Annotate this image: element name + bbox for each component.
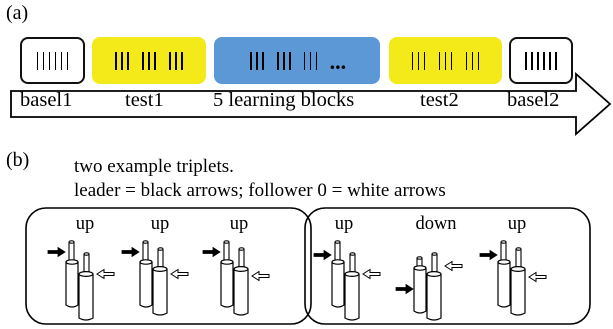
test2-block	[389, 37, 502, 84]
label-test1: test1	[125, 89, 164, 111]
pair-t2-2	[395, 252, 463, 321]
test1-ticks	[92, 37, 206, 84]
label-learning-blocks: 5 learning blocks	[213, 89, 355, 111]
learning-blocks: ...	[214, 37, 380, 84]
triplet-1-label-2: up	[150, 214, 170, 234]
pair-t1-1	[47, 240, 115, 321]
triplet-2-label-2: down	[415, 214, 457, 234]
triplet-1-label-1: up	[75, 214, 95, 234]
description-line-1: two example triplets.	[74, 156, 234, 177]
baseline1-block	[20, 37, 85, 84]
test1-block	[92, 37, 206, 84]
triplet-2-label-1: up	[334, 214, 354, 234]
triplet-2-label-3: up	[507, 214, 527, 234]
triplet-1-label-3: up	[229, 214, 249, 234]
triplet-2-frame	[304, 207, 591, 325]
panel-a-label: (a)	[6, 2, 29, 24]
baseline2-ticks	[511, 39, 571, 82]
pair-t2-3	[479, 240, 547, 316]
description-line-2: leader = black arrows; follower 0 = whit…	[74, 180, 446, 201]
pair-t1-3	[202, 240, 270, 316]
triplet-1-frame	[25, 207, 312, 325]
baseline1-ticks	[22, 39, 83, 82]
learning-ticks: ...	[214, 37, 380, 84]
test2-ticks	[389, 37, 502, 84]
label-basel1: basel1	[20, 89, 73, 111]
baseline2-block	[509, 37, 573, 84]
label-basel2: basel2	[507, 89, 560, 111]
label-test2: test2	[420, 89, 459, 111]
pair-t1-2	[121, 240, 189, 316]
pair-t2-1	[313, 240, 381, 321]
panel-b-label: (b)	[6, 149, 30, 171]
